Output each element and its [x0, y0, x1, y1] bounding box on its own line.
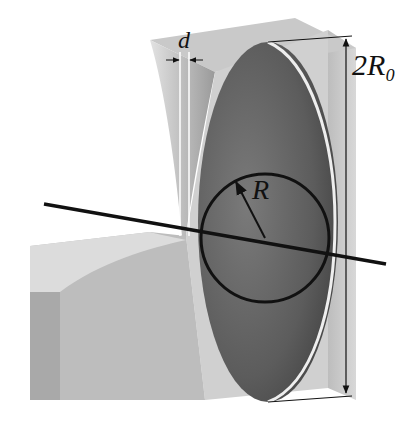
extension-line: [268, 36, 352, 42]
dimension-label: d: [178, 28, 190, 52]
axis-line: [44, 204, 386, 264]
hole-opening: [198, 42, 338, 402]
hole-rim: [268, 42, 335, 402]
dimension-arrow: [190, 60, 203, 61]
extension-line: [268, 396, 352, 402]
lower-block: [30, 232, 205, 400]
dimension-label: 2R₀: [352, 50, 396, 80]
lower-top-face: [30, 232, 186, 292]
gap-line: [188, 52, 190, 236]
neck-circle: [201, 174, 329, 302]
dimension-arrow: [166, 60, 179, 61]
dimension-arrow: [345, 39, 346, 393]
gap-line: [179, 52, 181, 236]
radius-label: R: [252, 176, 269, 204]
lower-left-face: [30, 292, 60, 400]
